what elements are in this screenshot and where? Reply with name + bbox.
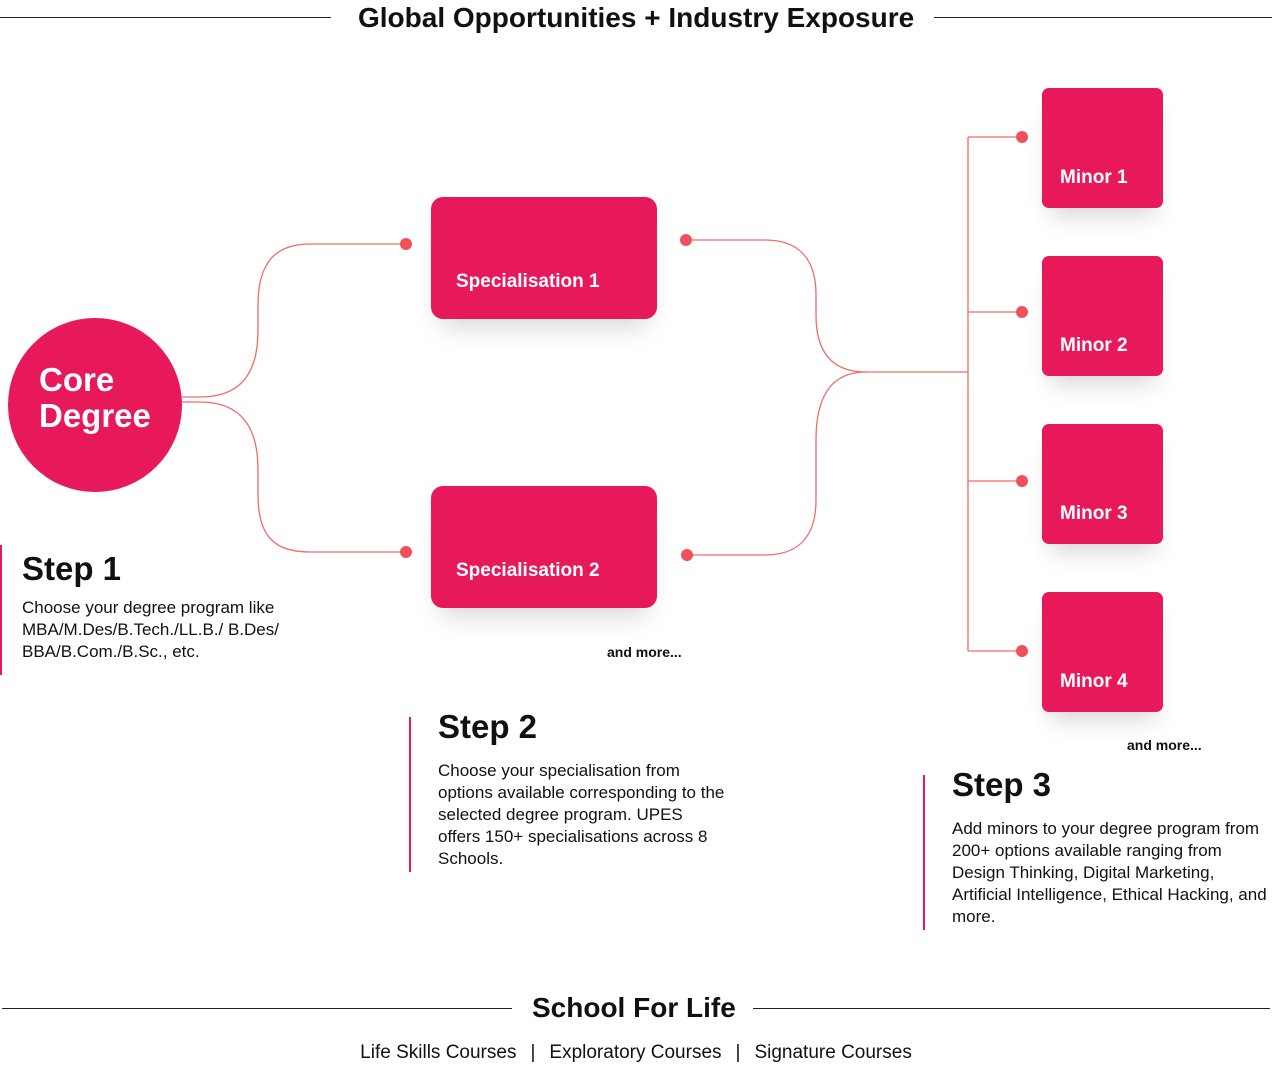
page-title: Global Opportunities + Industry Exposure <box>358 2 915 33</box>
connector-core-to-spec2 <box>182 401 400 553</box>
minor-4-label: Minor 4 <box>1060 671 1128 692</box>
minor-4-card: Minor 4 <box>1042 592 1163 712</box>
step-2-accent-bar <box>409 717 411 872</box>
minor-3-card: Minor 3 <box>1042 424 1163 544</box>
footer-course-list: Life Skills Courses | Exploratory Courses |… <box>0 1042 1272 1064</box>
step-2-title: Step 2 <box>438 708 538 745</box>
core-degree-label: Core Degree <box>39 361 151 434</box>
course-exploratory: Exploratory Courses <box>549 1042 722 1063</box>
footer-rule-right <box>753 1008 1270 1009</box>
footer-rule-left <box>2 1008 512 1009</box>
specialisation-1-label: Specialisation 1 <box>456 271 600 292</box>
header-rule-right <box>934 17 1272 18</box>
step-3-description: Add minors to your degree program from 2… <box>952 819 1267 926</box>
minor-1-card: Minor 1 <box>1042 88 1163 208</box>
connector-spec1-to-hub <box>690 239 968 373</box>
connector-dot <box>1016 645 1028 657</box>
connector-dot <box>1016 306 1028 318</box>
connector-dot <box>680 234 692 246</box>
core-degree-node: Core Degree <box>8 318 182 492</box>
minor-1-label: Minor 1 <box>1060 167 1128 188</box>
step-1-title: Step 1 <box>22 550 122 587</box>
connector-dot <box>400 546 412 558</box>
connector-dot <box>681 549 693 561</box>
specialisation-2-label: Specialisation 2 <box>456 560 600 581</box>
minor-2-card: Minor 2 <box>1042 256 1163 376</box>
course-signature: Signature Courses <box>754 1042 912 1063</box>
step-3-accent-bar <box>923 775 925 930</box>
connector-dot <box>1016 475 1028 487</box>
connector-dot <box>400 238 412 250</box>
minor-2-label: Minor 2 <box>1060 335 1128 356</box>
header-rule-left <box>0 17 331 18</box>
step-3-title: Step 3 <box>952 766 1052 803</box>
footer-title: School For Life <box>532 992 736 1023</box>
connector-core-to-spec1 <box>182 243 400 398</box>
minors-more-note: and more... <box>1127 737 1202 753</box>
connector-dot <box>1016 131 1028 143</box>
minor-3-label: Minor 3 <box>1060 503 1128 524</box>
step-1-accent-bar <box>0 545 2 675</box>
connector-spec2-to-hub <box>690 371 867 556</box>
course-separator: | <box>530 1042 536 1063</box>
step-2-description: Choose your specialisation from options … <box>438 761 725 868</box>
specialisations-more-note: and more... <box>607 644 682 660</box>
step-1-description: Choose your degree program like MBA/M.De… <box>22 598 279 661</box>
specialisation-2-card: Specialisation 2 <box>431 486 657 608</box>
course-life-skills: Life Skills Courses <box>360 1042 517 1063</box>
course-separator: | <box>735 1042 741 1063</box>
specialisation-1-card: Specialisation 1 <box>431 197 657 319</box>
